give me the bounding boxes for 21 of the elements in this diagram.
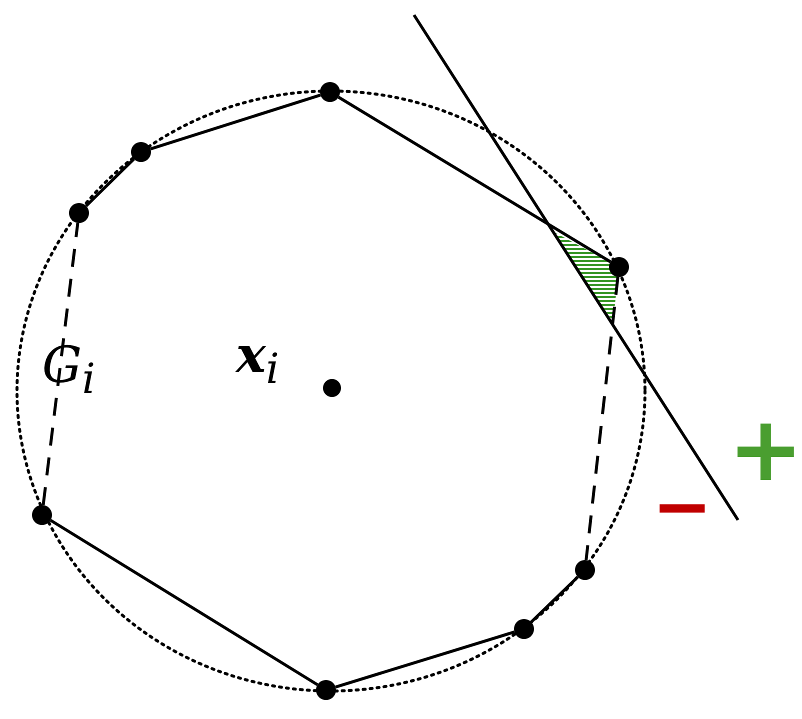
- point-label: x$_{i}$: [236, 330, 280, 390]
- vertex-dot: [316, 680, 336, 700]
- minus-sign: −: [652, 470, 712, 542]
- polygon-edge: [335, 630, 515, 688]
- vertex-dot: [320, 82, 340, 102]
- vertex-dot: [575, 560, 595, 580]
- polygon-edge: [150, 94, 321, 150]
- vertex-dot: [131, 142, 151, 162]
- vertex-dot: [609, 257, 629, 277]
- dashed-edge: [42, 222, 80, 506]
- vertex-dot: [69, 203, 89, 223]
- polygon-edge: [50, 518, 318, 686]
- vertex-dot: [514, 619, 534, 639]
- dashed-edge: [584, 276, 620, 560]
- plus-sign: +: [728, 405, 802, 495]
- polygon-label: G$_{i}$: [42, 340, 96, 400]
- center-dot: [323, 379, 341, 397]
- polygon-edge: [530, 576, 579, 624]
- vertex-dot: [32, 505, 52, 525]
- polygon-edge: [338, 96, 612, 264]
- polygon-edge: [85, 158, 135, 208]
